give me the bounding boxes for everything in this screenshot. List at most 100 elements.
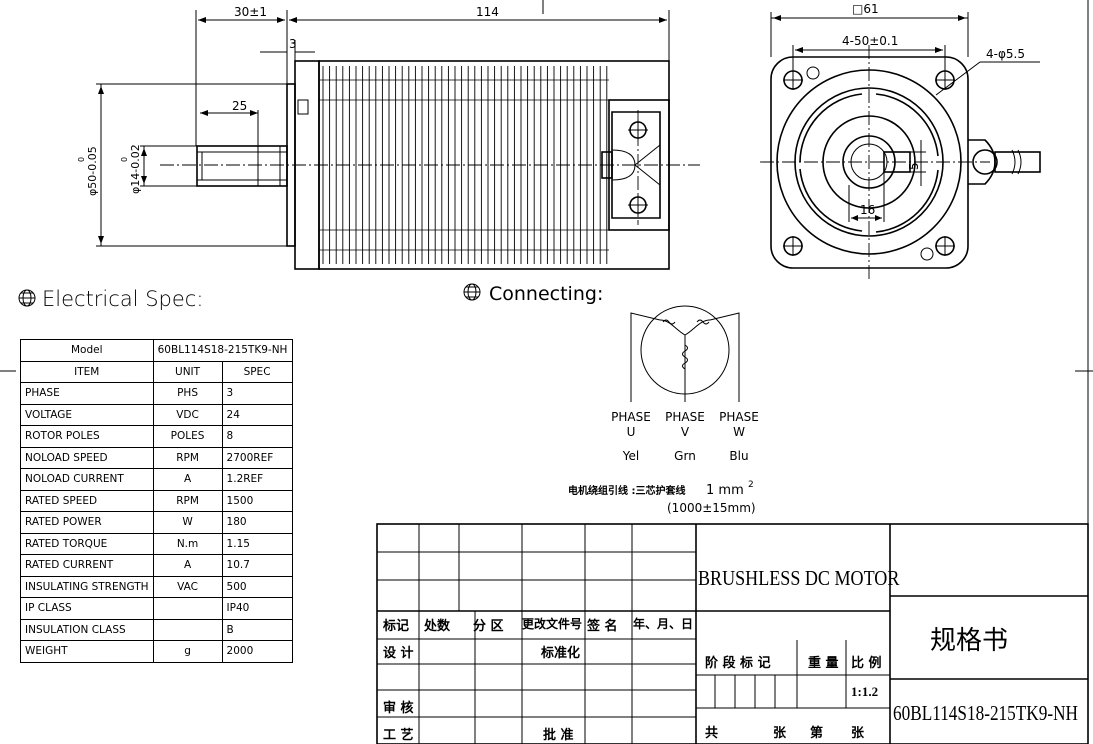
- scale-value: 1:1.2: [851, 684, 879, 699]
- cell-item: PHASE: [20, 382, 154, 405]
- cell-spec: B: [221, 618, 293, 641]
- cell-spec: 1.2REF: [221, 468, 293, 491]
- dim-key-length: 25: [232, 99, 247, 113]
- rev-header-zone: 分 区: [473, 619, 504, 634]
- globe-icon: [463, 283, 481, 301]
- review-label: 审 核: [383, 701, 414, 716]
- cell-item: VOLTAGE: [20, 403, 154, 426]
- cell-spec: 1500: [221, 489, 293, 512]
- cell-unit: A: [152, 468, 223, 491]
- cell-item: IP CLASS: [20, 597, 154, 620]
- front-view: [760, 12, 1041, 280]
- header-spec: SPEC: [221, 360, 293, 383]
- electrical-spec-heading: Electrical Spec:: [42, 287, 203, 311]
- cell-item: NOLOAD CURRENT: [20, 468, 154, 491]
- side-view: [96, 10, 700, 270]
- dim-body-length: 114: [476, 5, 499, 19]
- title-block-grid: [376, 523, 1089, 744]
- connecting-heading: Connecting:: [489, 283, 603, 305]
- process-label: 工 艺: [383, 728, 414, 743]
- rev-header-doc: 更改文件号: [522, 617, 583, 631]
- cell-unit: VAC: [152, 575, 223, 598]
- lead-size-exp: 2: [748, 480, 754, 490]
- cell-spec: 10.7: [221, 554, 293, 577]
- cooling-fins: [319, 66, 609, 264]
- cell-unit: [152, 618, 223, 641]
- table-row: Model 60BL114S18-215TK9-NH: [20, 339, 293, 362]
- cell-spec: 8: [221, 425, 293, 448]
- phase-v-label: PHASE: [665, 410, 705, 424]
- globe-icon: [18, 289, 36, 307]
- phase-v-letter: V: [681, 425, 690, 439]
- part-number: 60BL114S18-215TK9-NH: [893, 701, 1078, 725]
- cell-item: WEIGHT: [20, 640, 154, 663]
- dim-shaft-length: 30±1: [234, 5, 267, 19]
- dim-bolt-pitch: 4-50±0.1: [842, 34, 898, 48]
- dim-shaft-flat: 16: [860, 203, 875, 217]
- cell-unit: VDC: [152, 403, 223, 426]
- phase-u-label: PHASE: [611, 410, 651, 424]
- sheets-label: 张: [773, 726, 787, 741]
- design-label: 设 计: [383, 646, 414, 661]
- cell-unit: N.m: [152, 532, 223, 555]
- dim-key-width: 5: [907, 162, 921, 170]
- cell-unit: W: [152, 511, 223, 534]
- cell-spec: 3: [221, 382, 293, 405]
- cell-spec: 180: [221, 511, 293, 534]
- cell-item: RATED SPEED: [20, 489, 154, 512]
- cell-item: RATED POWER: [20, 511, 154, 534]
- dim-pilot-dia: φ50-0.05: [86, 146, 99, 196]
- rev-header-count: 处数: [424, 619, 451, 634]
- wiring-diagram: [630, 305, 740, 402]
- product-name: BRUSHLESS DC MOTOR: [698, 566, 900, 590]
- lead-note: 电机绕组引线 :三芯护套线: [568, 484, 685, 497]
- dim-shaft-dia: φ14-0.02: [129, 144, 142, 194]
- table-row: IP CLASS IP40: [20, 597, 293, 620]
- electrical-spec-table: Model 60BL114S18-215TK9-NH ITEM UNIT SPE…: [20, 339, 293, 663]
- cell-unit: POLES: [152, 425, 223, 448]
- scale-label: 比 例: [851, 656, 882, 671]
- cell-item: RATED TORQUE: [20, 532, 154, 555]
- doc-type: 规格书: [930, 626, 1009, 656]
- cell-item: INSULATION CLASS: [20, 618, 154, 641]
- sheets2-label: 张: [851, 726, 865, 741]
- table-header-row: ITEM UNIT SPEC: [20, 360, 293, 383]
- cell-unit: [152, 597, 223, 620]
- phase-w-letter: W: [733, 425, 745, 439]
- cell-item: ROTOR POLES: [20, 425, 154, 448]
- cell-unit: RPM: [152, 489, 223, 512]
- sheet-no-label: 第: [810, 726, 824, 741]
- cell-unit: PHS: [152, 382, 223, 405]
- cell-spec: 1.15: [221, 532, 293, 555]
- cell-spec: 24: [221, 403, 293, 426]
- table-row: INSULATION CLASS B: [20, 618, 293, 641]
- cell-item: RATED CURRENT: [20, 554, 154, 577]
- standard-label: 标准化: [541, 646, 581, 661]
- cell-spec: 500: [221, 575, 293, 598]
- dim-shaft-zero: 0: [120, 157, 129, 162]
- title-block: 标记 处数 分 区 更改文件号 签 名 年、月、日 设 计 标准化 审 核 工 …: [377, 524, 1093, 744]
- phase-u-color: Yel: [622, 449, 639, 463]
- dim-pilot-zero: 0: [77, 157, 86, 162]
- lead-size: 1 mm: [706, 483, 744, 498]
- cell-unit: A: [152, 554, 223, 577]
- header-item: ITEM: [20, 360, 154, 383]
- phase-w-color: Blu: [729, 449, 748, 463]
- dim-frame-size: □61: [852, 2, 879, 16]
- cell-spec: IP40: [221, 597, 293, 620]
- total-label: 共: [705, 726, 719, 741]
- phase-w-label: PHASE: [719, 410, 759, 424]
- header-unit: UNIT: [152, 360, 223, 383]
